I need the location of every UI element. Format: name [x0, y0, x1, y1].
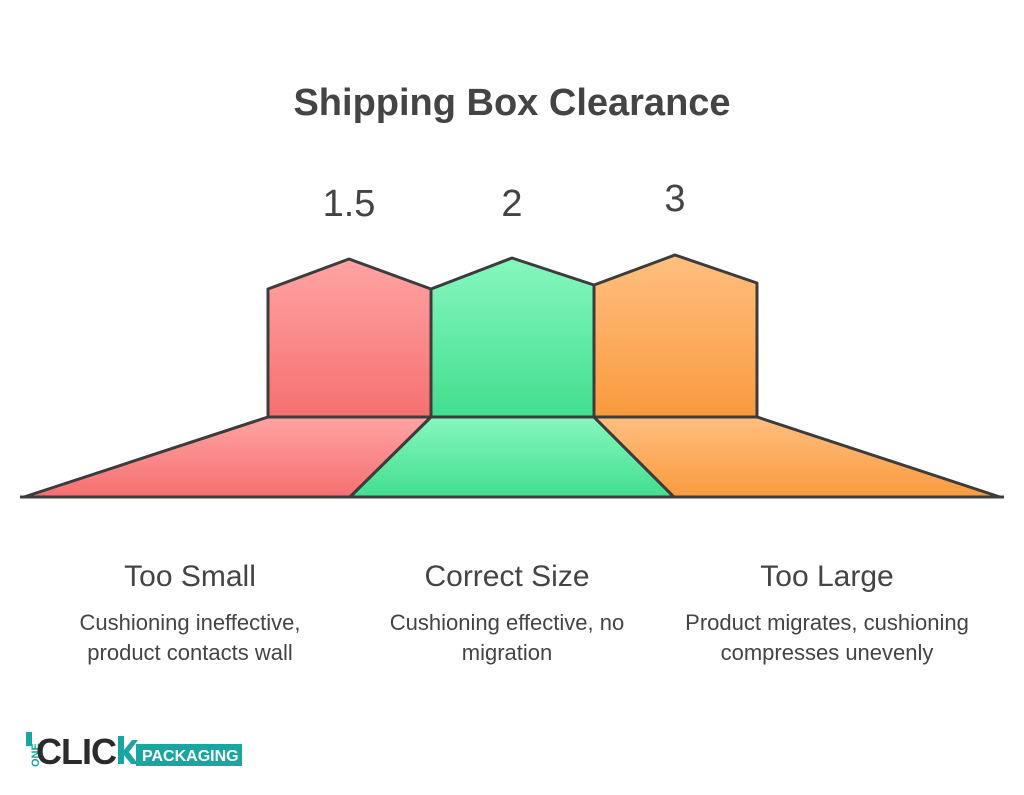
- section-too-small: Too Small Cushioning ineffective, produc…: [30, 560, 350, 668]
- company-logo: ONE CLIC PACKAGING: [26, 731, 242, 772]
- svg-text:CLIC: CLIC: [36, 731, 117, 772]
- value-too-large: 3: [664, 178, 686, 220]
- box-correct-size: [429, 256, 596, 419]
- box-too-small: [266, 257, 433, 419]
- section-description: Product migrates, cushioning compresses …: [685, 610, 969, 665]
- section-heading: Too Large: [760, 560, 894, 593]
- value-correct-size: 2: [501, 183, 523, 225]
- section-heading: Too Small: [124, 560, 256, 593]
- section-heading: Correct Size: [424, 560, 590, 593]
- svg-text:ONE: ONE: [30, 743, 42, 767]
- svg-text:PACKAGING: PACKAGING: [142, 748, 239, 765]
- section-description: Cushioning effective, no migration: [389, 610, 625, 665]
- value-too-small: 1.5: [322, 183, 376, 225]
- section-too-large: Too Large Product migrates, cushioning c…: [667, 560, 987, 668]
- section-correct-size: Correct Size Cushioning effective, no mi…: [347, 560, 667, 668]
- section-description: Cushioning ineffective, product contacts…: [79, 610, 301, 665]
- page-title: Shipping Box Clearance: [293, 82, 731, 124]
- box-too-large: [592, 253, 759, 419]
